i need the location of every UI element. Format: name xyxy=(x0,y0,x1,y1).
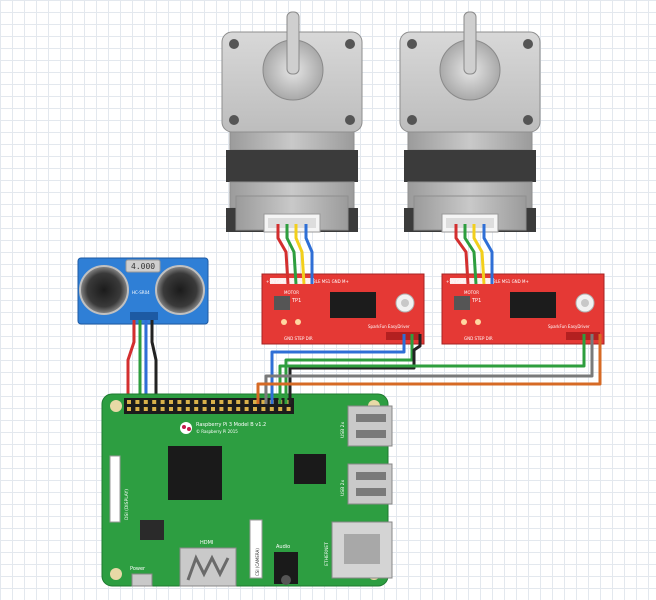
gpio-pin xyxy=(261,400,266,404)
gpio-pin xyxy=(185,407,190,411)
driver-pi-wires xyxy=(256,334,602,404)
gpio-pin xyxy=(143,400,148,404)
driver-1-part-label: SparkFun EasyDriver xyxy=(368,324,410,329)
gpio-pin xyxy=(244,407,249,411)
gpio-pin xyxy=(127,400,131,404)
sensor-display: 4.000 xyxy=(131,262,155,271)
gpio-pin xyxy=(202,407,207,411)
pi-dsi-label: DSI (DISPLAY) xyxy=(124,489,130,520)
motor-1-wires xyxy=(276,224,314,285)
pi-usb-label-2: USB 2x xyxy=(340,479,346,496)
driver-2-tp-label: TP1 xyxy=(471,298,481,304)
gpio-pin xyxy=(269,407,274,411)
driver-1-pins-bottom: GND STEP DIR xyxy=(284,336,313,341)
gpio-pin xyxy=(202,400,207,404)
gpio-pin xyxy=(219,407,224,411)
gpio-pin xyxy=(253,407,257,411)
stepper-motor-1 xyxy=(221,11,363,233)
pi-copyright-label: © Raspberry Pi 2015 xyxy=(196,429,238,434)
pi-hdmi-label: HDMI xyxy=(200,540,213,546)
gpio-pin xyxy=(160,400,165,404)
driver-2-pins-top: +5V GND SFS MS2 ENABLE MS1 GND M+ xyxy=(446,279,529,284)
gpio-pin xyxy=(152,400,157,404)
gpio-pin xyxy=(219,400,224,404)
easydriver-board-2 xyxy=(441,273,605,345)
gpio-pin xyxy=(194,407,199,411)
sensor-model-label: HC-SR04 xyxy=(132,290,150,295)
gpio-pin xyxy=(169,407,173,411)
driver-1-pins-top: +5V GND SFS MS2 ENABLE MS1 GND M+ xyxy=(266,279,349,284)
gpio-pin xyxy=(194,400,199,404)
pi-power-label: Power xyxy=(130,566,146,572)
driver-1-motor-label: MOTOR xyxy=(284,290,299,295)
gpio-pin xyxy=(135,407,140,411)
stepper-motor-2 xyxy=(399,11,541,233)
easydriver-board-1 xyxy=(261,273,425,345)
gpio-pin xyxy=(236,407,241,411)
driver-2-motor-label: MOTOR xyxy=(464,290,479,295)
gpio-pin xyxy=(253,400,257,404)
gpio-pin xyxy=(236,400,241,404)
sensor-wires xyxy=(126,320,158,404)
driver-2-pins-bottom: GND STEP DIR xyxy=(464,336,493,341)
gpio-pin xyxy=(261,407,266,411)
gpio-pin xyxy=(211,400,215,404)
gpio-pin xyxy=(227,407,232,411)
pi-model-label: Raspberry Pi 3 Model B v1.2 xyxy=(196,422,266,428)
gpio-pin xyxy=(177,400,182,404)
gpio-pin xyxy=(152,407,157,411)
gpio-pin xyxy=(211,407,215,411)
driver-1-tp-label: TP1 xyxy=(291,298,301,304)
gpio-pin xyxy=(127,407,131,411)
gpio-pin xyxy=(135,400,140,404)
gpio-pin xyxy=(185,400,190,404)
gpio-pin xyxy=(169,400,173,404)
gpio-pin xyxy=(278,407,283,411)
gpio-pin xyxy=(160,407,165,411)
gpio-pin xyxy=(286,407,291,411)
gpio-pin xyxy=(244,400,249,404)
driver-2-part-label: SparkFun EasyDriver xyxy=(548,324,590,329)
ultrasonic-sensor xyxy=(77,257,209,325)
motor-2-wires xyxy=(454,224,494,285)
pi-audio-label: Audio xyxy=(276,544,290,550)
gpio-pin xyxy=(177,407,182,411)
pi-csi-label: CSI (CAMERA) xyxy=(255,548,260,576)
pi-ethernet-label: ETHERNET xyxy=(324,542,330,566)
pi-usb-label-1: USB 2x xyxy=(340,421,346,438)
gpio-pin xyxy=(143,407,148,411)
raspberry-pi-board xyxy=(101,393,393,587)
gpio-pin xyxy=(227,400,232,404)
